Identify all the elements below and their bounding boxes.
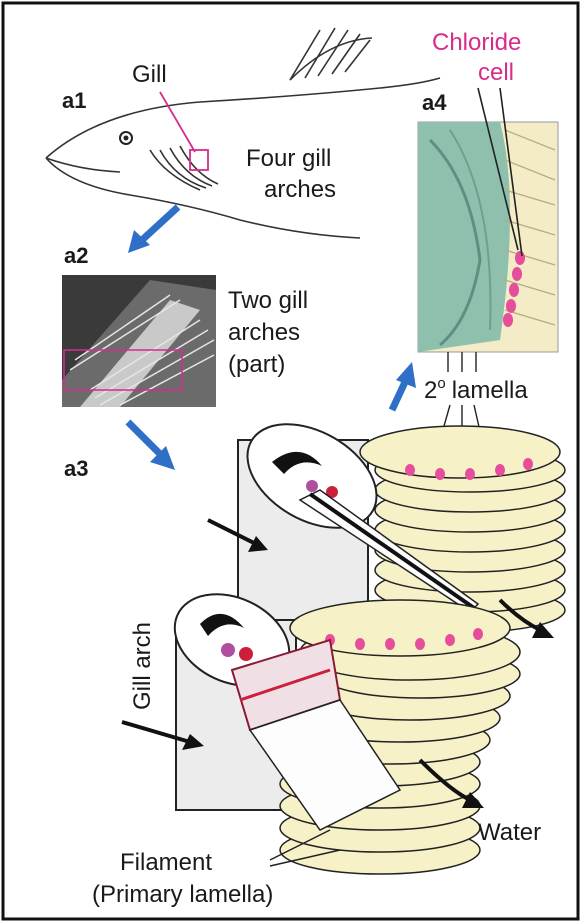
panel-label-a4: a4 [422,90,447,115]
gill-label: Gill [132,61,167,88]
panel-label-a2: a2 [64,243,88,268]
gill-arch-label: Gill arch [129,622,156,710]
water-label: Water [478,819,541,846]
chloride-label-1: Chloride [432,29,521,56]
two-gill-label-3: (part) [228,351,285,378]
four-gill-label-2: arches [264,176,336,203]
panel-label-a1: a1 [62,88,86,113]
gill-arch-micrograph [62,275,216,407]
four-gill-label-1: Four gill [246,145,331,172]
panel-label-a3: a3 [64,456,88,481]
two-gill-label-1: Two gill [228,287,308,314]
upper-gill-arch [229,403,565,632]
filament-label-2: (Primary lamella) [92,881,273,908]
filament-label-1: Filament [120,849,212,876]
two-gill-label-2: arches [228,319,300,346]
chloride-cell-micrograph [418,122,558,352]
chloride-label-2: cell [478,59,514,86]
